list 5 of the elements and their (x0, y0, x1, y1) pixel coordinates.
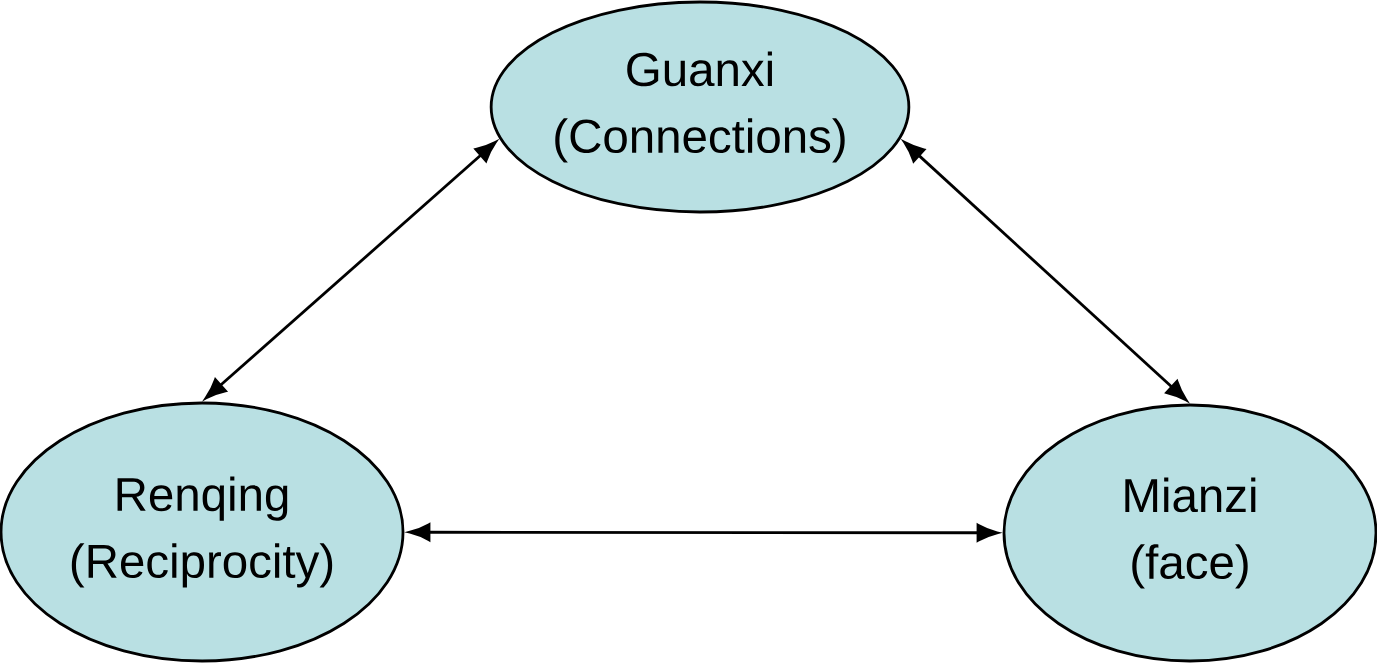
ellipse-node: Renqing (Reciprocity) (0, 401, 405, 663)
double-arrow (204, 141, 497, 400)
double-arrow (903, 141, 1188, 402)
ellipse-node: Guanxi (Connections) (489, 0, 911, 214)
ellipse-node: Mianzi (face) (1002, 403, 1377, 663)
